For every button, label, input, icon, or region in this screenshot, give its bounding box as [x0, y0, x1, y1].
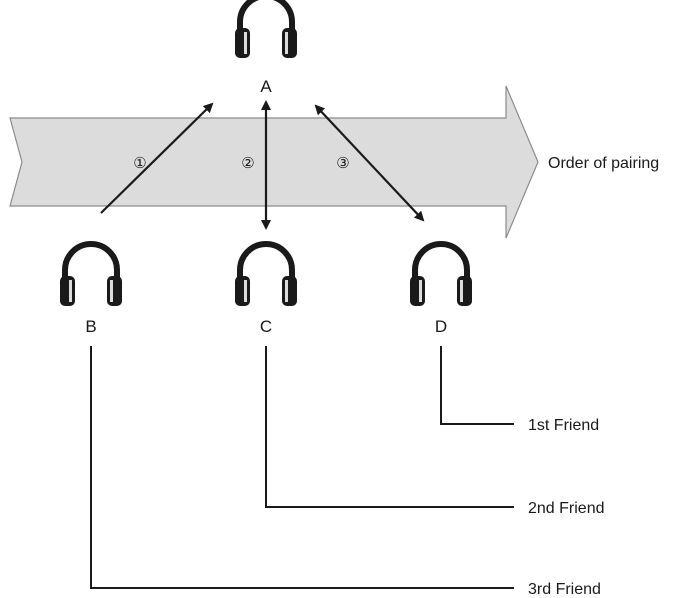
headphones-icon: [235, 0, 297, 58]
node-label-d: D: [435, 317, 447, 336]
node-label-c: C: [260, 317, 272, 336]
pairing-arrow-step-3: [314, 104, 425, 222]
friend-label-1st: 1st Friend: [528, 417, 599, 434]
friend-label-2nd: 2nd Friend: [528, 500, 605, 517]
friend-connector-d: [440, 346, 514, 425]
headphones-icon: [410, 244, 472, 306]
step-number-2: ②: [241, 155, 254, 172]
friend-connector-c: [265, 346, 514, 508]
pairing-direction-arrow: [9, 85, 539, 239]
pairing-arrow-step-1: [100, 102, 214, 214]
node-label-b: B: [85, 317, 96, 336]
node-label-a: A: [260, 77, 272, 96]
step-number-1: ①: [133, 155, 146, 172]
headphones-icon: [60, 244, 122, 306]
headphones-icon: [235, 244, 297, 306]
friend-label-3rd: 3rd Friend: [528, 581, 601, 598]
order-of-pairing-label: Order of pairing: [548, 155, 659, 172]
step-number-3: ③: [336, 155, 349, 172]
friend-connector-b: [90, 346, 514, 589]
